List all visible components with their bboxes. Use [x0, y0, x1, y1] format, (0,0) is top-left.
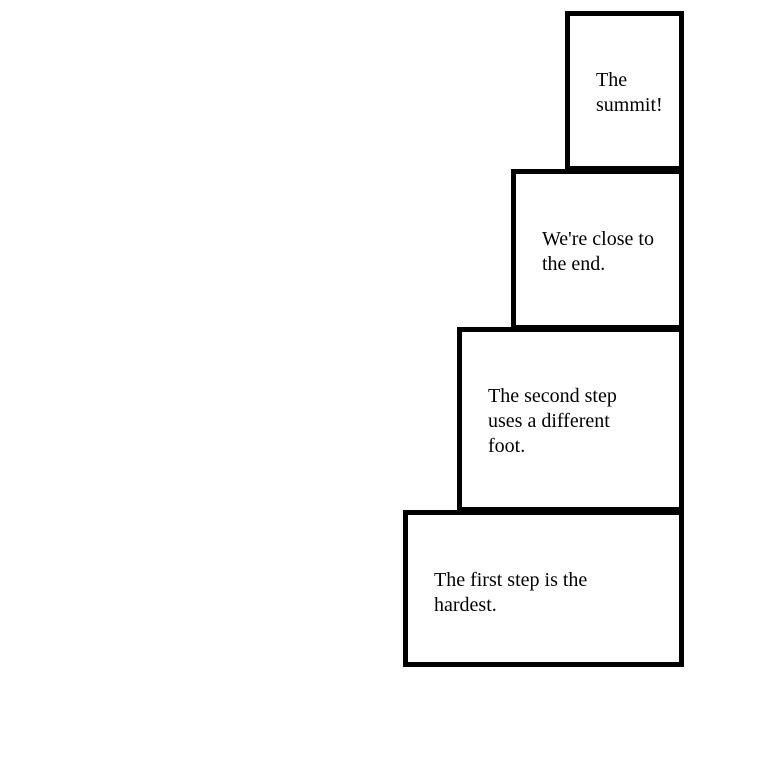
- step-label-summit: The summit!: [596, 69, 663, 116]
- step-box-first: The first step is the hardest.: [403, 510, 684, 667]
- step-label-second: The second step uses a different foot.: [488, 385, 617, 457]
- step-box-summit: The summit!: [565, 11, 684, 171]
- step-box-second: The second step uses a different foot.: [457, 327, 684, 512]
- step-label-first: The first step is the hardest.: [434, 569, 588, 616]
- step-box-close-to-end: We're close to the end.: [511, 169, 684, 330]
- step-label-close-to-end: We're close to the end.: [542, 228, 654, 275]
